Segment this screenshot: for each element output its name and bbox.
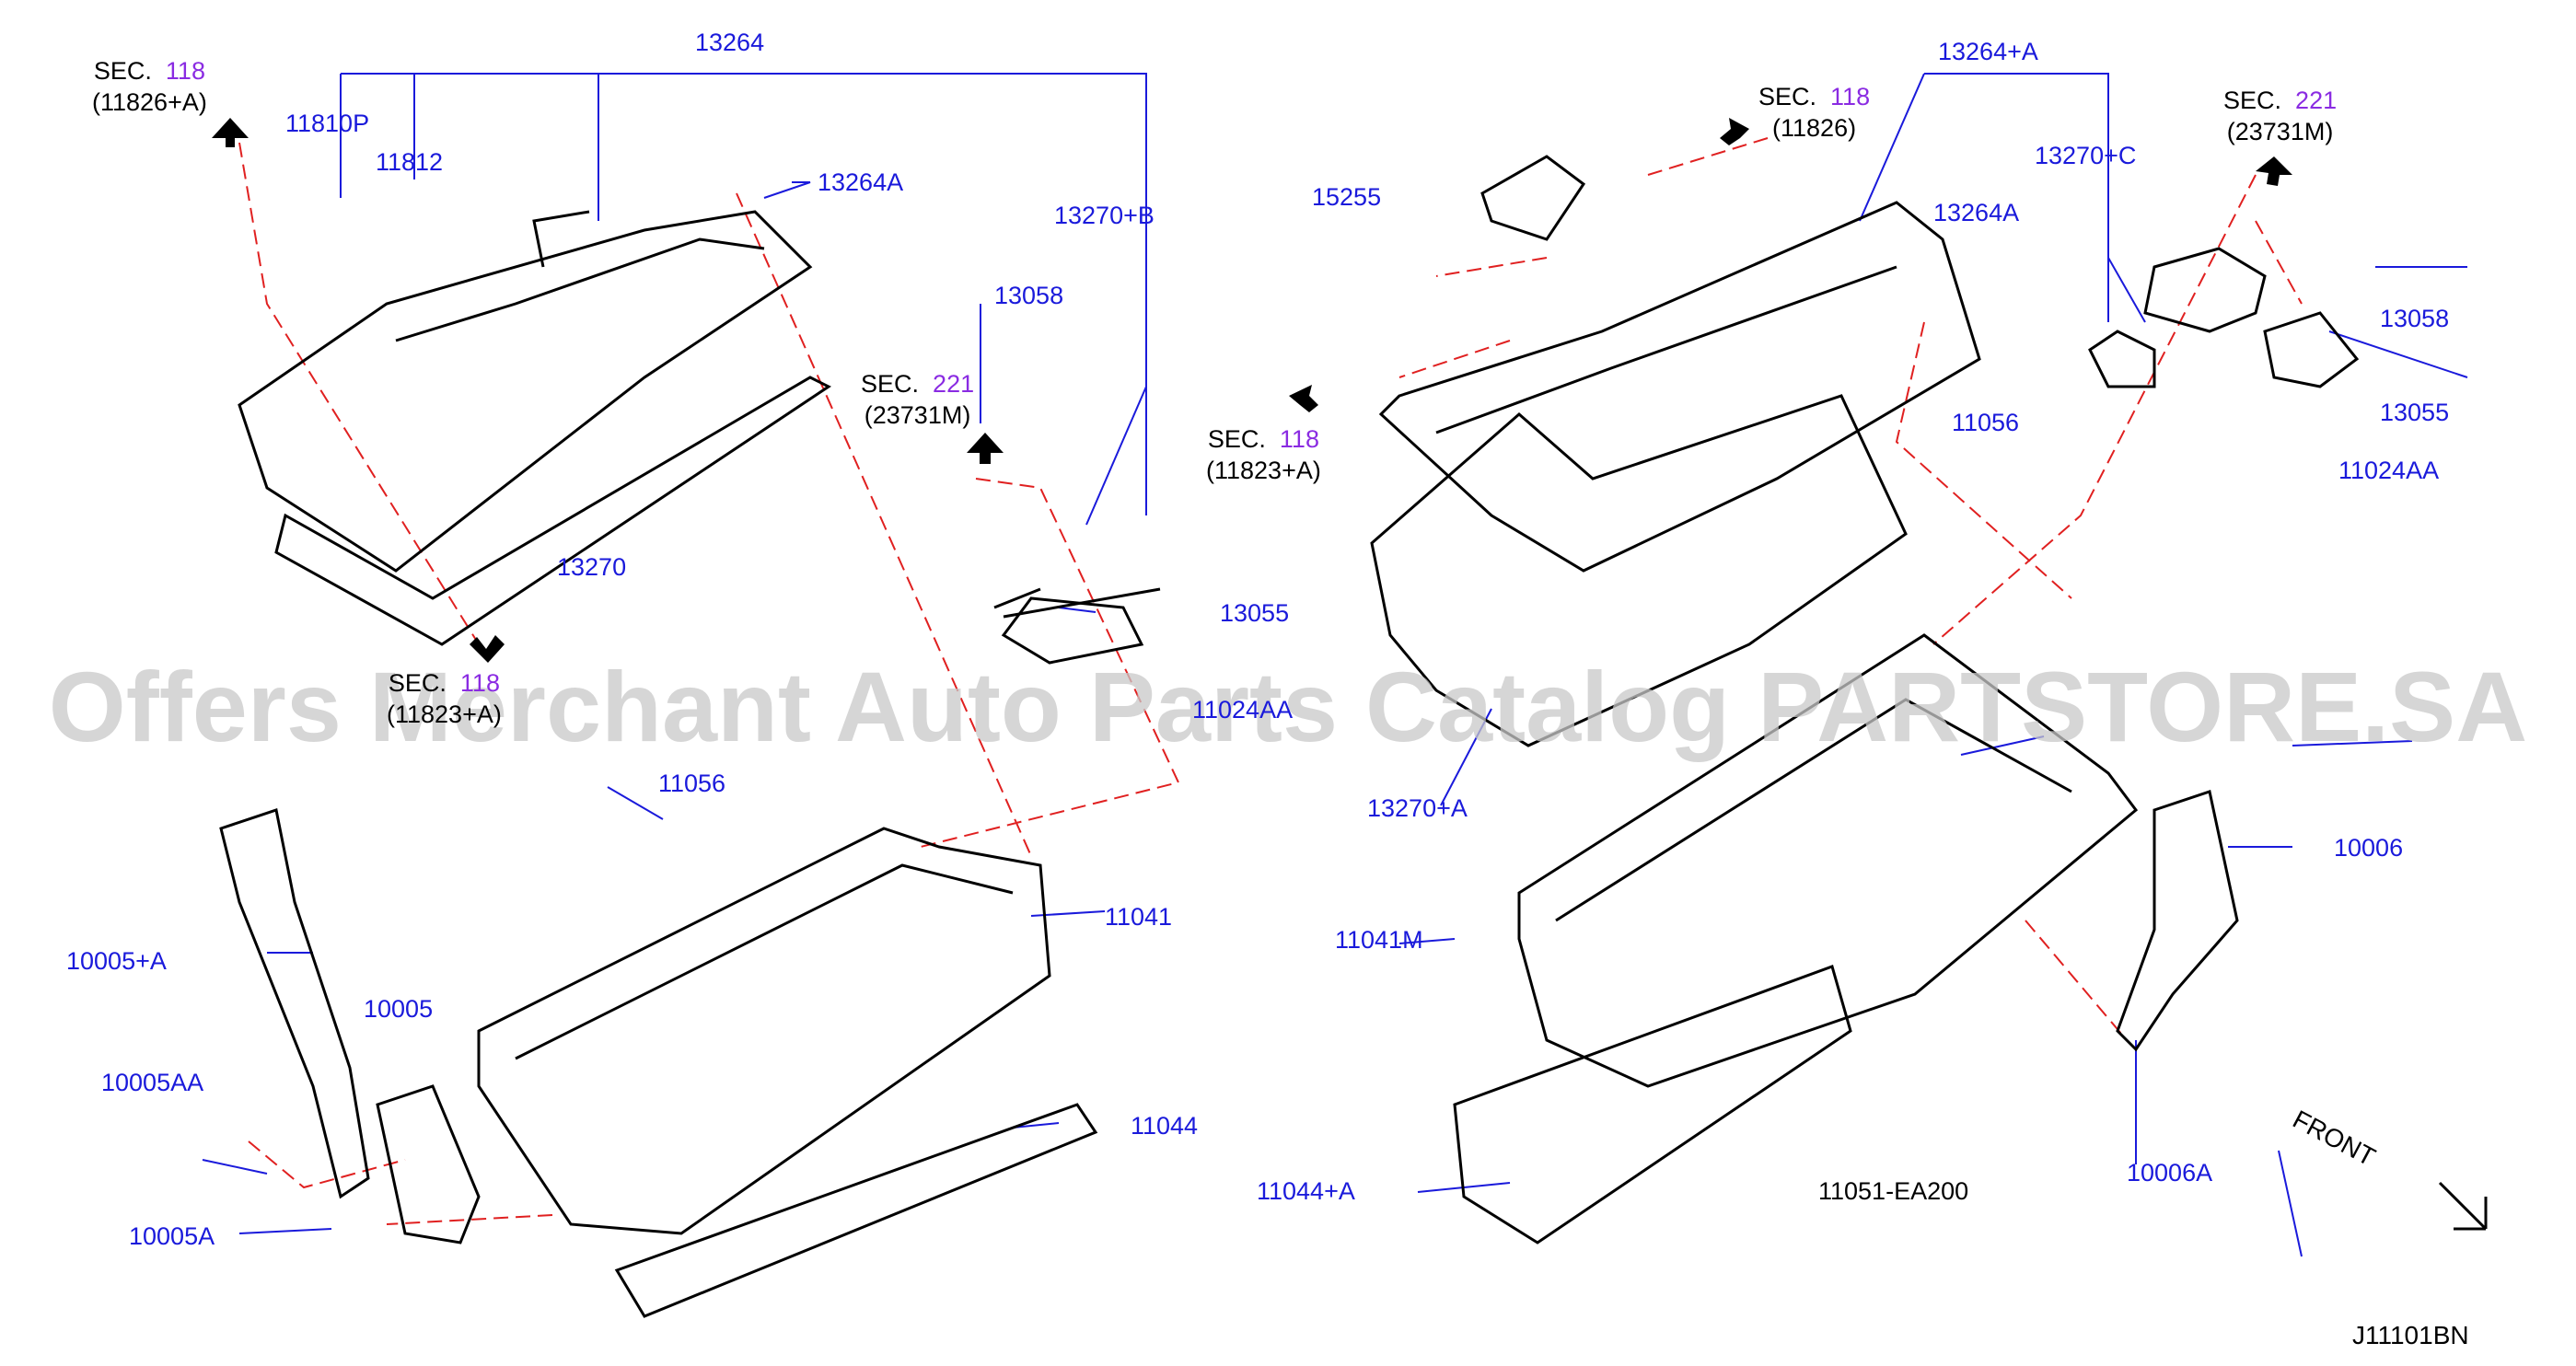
diagram-code: J11101BN	[2352, 1321, 2469, 1349]
part-label[interactable]: 10005AA	[101, 1069, 204, 1096]
part-label[interactable]: 10006A	[2127, 1159, 2213, 1187]
part-label[interactable]: 11044+A	[1257, 1177, 1355, 1205]
assembly-dash-lines	[238, 137, 2303, 1225]
part-label[interactable]: 11056	[1952, 409, 2020, 436]
section-ref[interactable]: SEC. 221(23731M)	[2223, 87, 2338, 145]
part-label[interactable]: 13264A	[818, 168, 904, 196]
part-label[interactable]: 13264A	[1933, 199, 2020, 226]
part-label[interactable]: 11044	[1131, 1112, 1199, 1140]
part-label[interactable]: 15255	[1312, 183, 1382, 211]
part-label[interactable]: 10005+A	[66, 947, 167, 975]
part-label[interactable]: 13264	[695, 29, 765, 56]
part-label[interactable]: 11024AA	[1192, 696, 1294, 724]
part-label[interactable]: 10006	[2334, 834, 2404, 862]
part-label[interactable]: 10005A	[129, 1222, 215, 1250]
section-ref[interactable]: SEC. 118(11826+A)	[92, 57, 207, 116]
part-label[interactable]: 11051-EA200	[1818, 1177, 1969, 1205]
part-label[interactable]: 11041	[1105, 903, 1173, 931]
part-outlines	[219, 155, 2360, 1318]
part-label[interactable]: 11812	[376, 148, 444, 176]
part-label[interactable]: 13055	[2380, 399, 2450, 426]
part-label[interactable]: 13270	[557, 553, 627, 581]
leader-lines	[202, 73, 2468, 1257]
part-label[interactable]: 13270+A	[1367, 794, 1468, 822]
part-label[interactable]: 13270+B	[1054, 202, 1155, 229]
part-label[interactable]: 11810P	[285, 110, 370, 137]
part-label[interactable]: 13270+C	[2035, 142, 2137, 169]
section-ref[interactable]: SEC. 221(23731M)	[861, 370, 975, 429]
part-label[interactable]: 11056	[658, 770, 726, 797]
arrows	[212, 118, 2292, 663]
front-arrow-icon	[2438, 1181, 2488, 1231]
part-label[interactable]: 13058	[2380, 305, 2450, 332]
section-ref[interactable]: SEC. 118(11823+A)	[387, 669, 502, 728]
part-label[interactable]: 13055	[1220, 599, 1290, 627]
section-ref[interactable]: SEC. 118(11826)	[1758, 83, 1871, 142]
part-label[interactable]: 13264+A	[1938, 38, 2038, 65]
part-label[interactable]: 11024AA	[2338, 457, 2440, 484]
part-label[interactable]: 10005	[364, 995, 434, 1023]
section-ref[interactable]: SEC. 118(11823+A)	[1206, 425, 1321, 484]
part-label[interactable]: 11041M	[1335, 926, 1423, 954]
part-label[interactable]: 13058	[994, 282, 1064, 309]
